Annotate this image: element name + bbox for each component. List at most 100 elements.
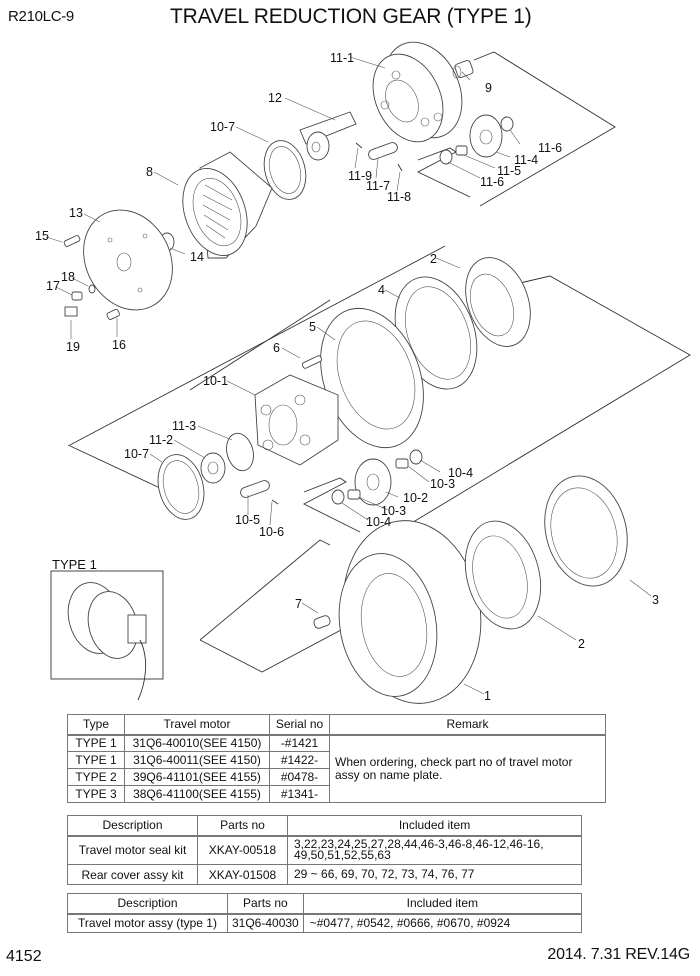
callout-10-3-left: 10-3 <box>381 504 406 518</box>
callout-10-7-upper: 10-7 <box>210 120 235 134</box>
cell-description: Rear cover assy kit <box>67 864 198 885</box>
part-12-shaft <box>299 111 357 161</box>
part-1-hub <box>338 520 482 704</box>
cell-included-item: ~#0477, #0542, #0666, #0670, #0924 <box>302 913 583 933</box>
part-11-6-washer-b <box>439 149 453 165</box>
part-10-7-thrust-washer-lower <box>157 454 205 520</box>
callout-2-lower: 2 <box>578 637 585 651</box>
part-11-7-pin <box>368 142 398 160</box>
assembly-guide-lines <box>67 51 691 673</box>
part-7-pin <box>313 615 331 629</box>
part-10-5-pin <box>240 480 270 498</box>
callout-18: 18 <box>61 270 75 284</box>
cell-type: TYPE 2 <box>67 768 125 786</box>
callout-10-4-left: 10-4 <box>366 515 391 529</box>
callout-11-7: 11-7 <box>366 179 390 193</box>
kit-table: Description Parts no Included item Trave… <box>67 815 582 885</box>
cell-description: Travel motor assy (type 1) <box>67 913 228 933</box>
part-11-5-bearing <box>455 145 468 156</box>
cell-serial: -#1421 <box>269 734 330 752</box>
part-2-bearing-upper <box>465 257 531 347</box>
callout-11-6-right: 11-6 <box>538 141 562 155</box>
part-10-3-bearing-b <box>347 489 361 500</box>
cell-motor: 31Q6-40011(SEE 4150) <box>124 751 270 769</box>
exploded-view-diagram: 11-1 9 12 10-7 8 11-9 11-7 11-8 11-6 11-… <box>35 41 691 704</box>
callout-10-1: 10-1 <box>203 374 228 388</box>
callout-10-2: 10-2 <box>403 491 428 505</box>
cell-included-item: 29 ~ 66, 69, 70, 72, 73, 74, 76, 77 <box>287 864 582 885</box>
cell-type: TYPE 1 <box>67 734 125 752</box>
page-title: TRAVEL REDUCTION GEAR (TYPE 1) <box>170 5 532 28</box>
callout-7: 7 <box>295 597 302 611</box>
callout-15: 15 <box>35 229 49 243</box>
cell-serial: #1341- <box>269 785 330 803</box>
part-11-8-spring-pin <box>397 163 403 172</box>
callout-11-9: 11-9 <box>348 169 372 183</box>
table-header-row: Description Parts no Included item <box>67 815 582 836</box>
table-header-row: Description Parts no Included item <box>67 893 583 914</box>
cell-motor: 39Q6-41101(SEE 4155) <box>124 768 270 786</box>
part-6-bolt <box>301 355 323 369</box>
cell-parts-no: 31Q6-40030 <box>227 913 304 933</box>
part-10-6-spring-pin <box>271 499 279 505</box>
callout-11-2: 11-2 <box>149 433 173 447</box>
part-11-9-spring-pin <box>355 142 363 149</box>
header-remark: Remark <box>329 714 606 735</box>
callout-12: 12 <box>268 91 282 105</box>
table-row: TYPE 2 39Q6-41101(SEE 4155) #0478- <box>67 768 606 786</box>
cell-included-item: 3,22,23,24,25,27,28,44,46-3,46-8,46-12,4… <box>287 835 582 865</box>
callout-6: 6 <box>273 341 280 355</box>
callout-11-8: 11-8 <box>387 190 411 204</box>
table-row: Travel motor assy (type 1) 31Q6-40030 ~#… <box>67 913 583 933</box>
travel-motor-table: Type Travel motor Serial no Remark TYPE … <box>67 714 606 803</box>
part-10-4-washer-b <box>331 489 345 505</box>
header-serial-no: Serial no <box>269 714 330 735</box>
callout-2-upper: 2 <box>430 252 437 266</box>
header-parts-no: Parts no <box>227 893 304 914</box>
header-description: Description <box>67 815 198 836</box>
cell-motor: 31Q6-40010(SEE 4150) <box>124 734 270 752</box>
table-row: TYPE 1 31Q6-40010(SEE 4150) -#1421 When … <box>67 734 606 803</box>
header-included-item: Included item <box>287 815 582 836</box>
table-header-row: Type Travel motor Serial no Remark <box>67 714 606 735</box>
callout-10-6: 10-6 <box>259 525 284 539</box>
header-included-item: Included item <box>302 893 583 914</box>
callout-14: 14 <box>190 250 204 264</box>
callout-17: 17 <box>46 279 60 293</box>
part-10-2-planet-gear <box>354 458 392 506</box>
cell-parts-no: XKAY-00518 <box>197 835 288 865</box>
part-9-needle-bearing <box>452 60 474 79</box>
callout-9: 9 <box>485 81 492 95</box>
callout-3: 3 <box>652 593 659 607</box>
callout-11-1: 11-1 <box>330 51 354 65</box>
part-3-seal <box>544 475 628 587</box>
callout-1: 1 <box>484 689 491 703</box>
header-type: Type <box>67 714 125 735</box>
callout-10-5: 10-5 <box>235 513 260 527</box>
table-row: TYPE 3 38Q6-41100(SEE 4155) #1341- <box>67 785 606 803</box>
cell-description: Travel motor seal kit <box>67 835 198 865</box>
callout-10-3-right: 10-3 <box>430 477 455 491</box>
assy-table: Description Parts no Included item Trave… <box>67 893 583 933</box>
callout-4: 4 <box>378 283 385 297</box>
callout-10-7-lower: 10-7 <box>124 447 149 461</box>
callout-10-4-right: 10-4 <box>448 466 473 480</box>
part-11-6-washer-a <box>500 116 514 132</box>
header-description: Description <box>67 893 228 914</box>
callout-5: 5 <box>309 320 316 334</box>
revision-date: 2014. 7.31 REV.14G <box>547 946 690 963</box>
callout-19: 19 <box>66 340 80 354</box>
model-code: R210LC-9 <box>8 8 74 25</box>
callout-8: 8 <box>146 165 153 179</box>
table-row: Travel motor seal kit XKAY-00518 3,22,23… <box>67 835 582 865</box>
callout-16: 16 <box>112 338 126 352</box>
part-10-4-washer-a <box>409 449 423 465</box>
cell-motor: 38Q6-41100(SEE 4155) <box>124 785 270 803</box>
type-1-inset <box>50 570 164 701</box>
callout-11-5: 11-5 <box>497 164 521 178</box>
cell-remark: When ordering, check part no of travel m… <box>329 734 606 803</box>
part-2-bearing-lower <box>464 520 542 630</box>
inset-type-label: TYPE 1 <box>52 557 97 572</box>
part-10-7-thrust-washer-upper <box>263 140 307 200</box>
small-fasteners <box>63 235 120 320</box>
